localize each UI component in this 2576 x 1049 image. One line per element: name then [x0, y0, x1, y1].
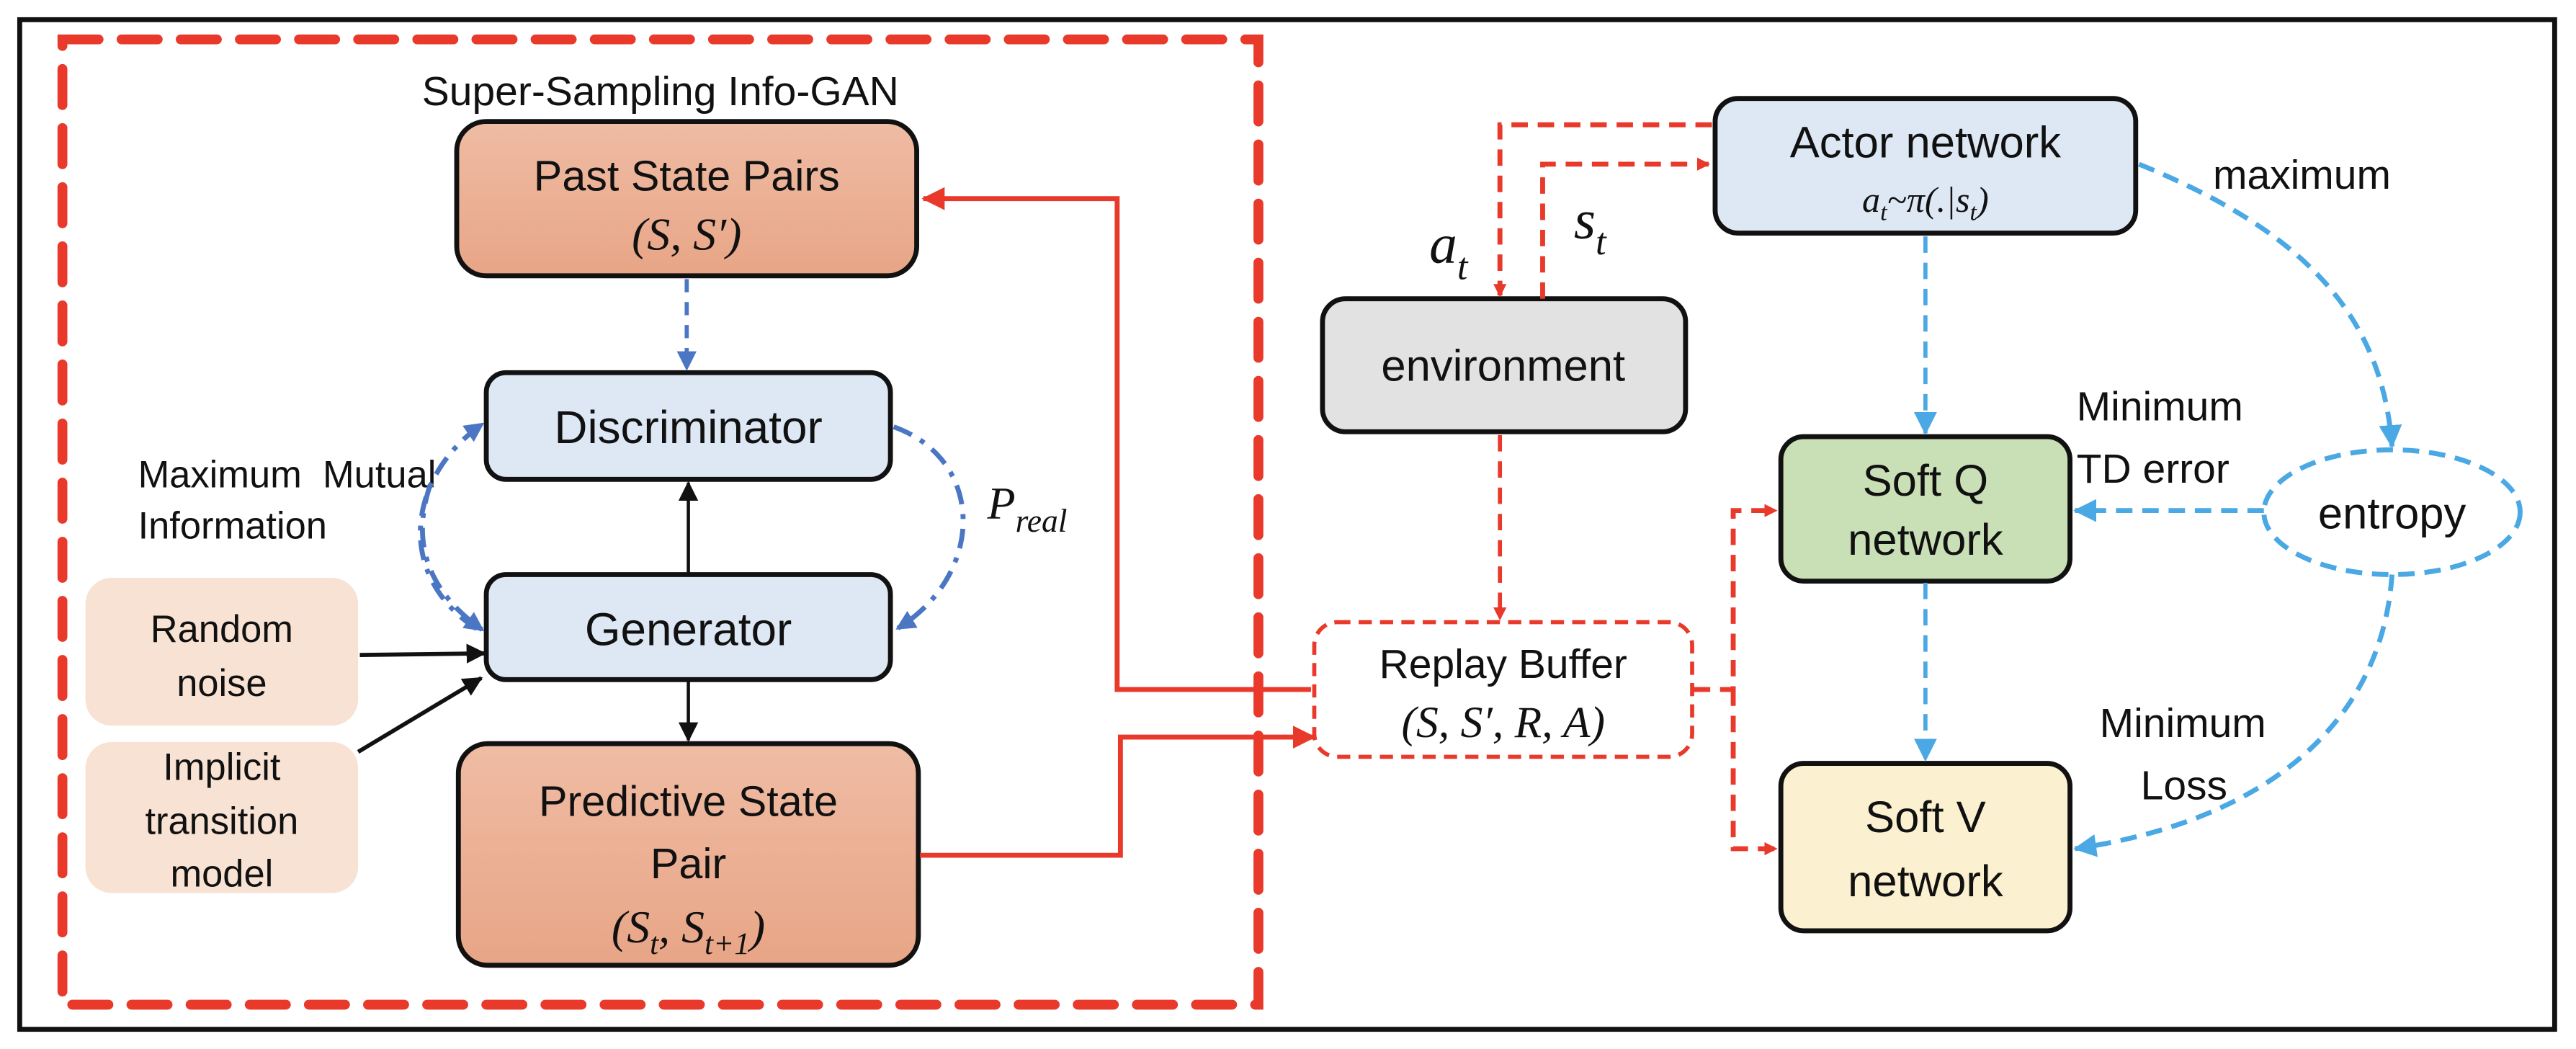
outer-frame	[17, 17, 2557, 1032]
arrow-actor-to-environment	[1493, 122, 1712, 298]
min-td-line1: Minimum	[2077, 383, 2243, 429]
predictive-state-formula: (St, St+1)	[612, 901, 765, 961]
soft-v-network-box: Soft V network	[1778, 761, 2072, 934]
implicit-model-line3: model	[170, 853, 273, 895]
entropy-label: entropy	[2318, 489, 2467, 539]
min-loss-line2: Loss	[2141, 763, 2227, 809]
actor-network-label: Actor network	[1790, 118, 2062, 168]
arrow-replay-to-soft-q	[1694, 504, 1778, 692]
soft-q-line2: network	[1848, 515, 2003, 565]
arrow-implicit-to-generator	[357, 676, 483, 754]
soft-v-line1: Soft V	[1865, 793, 1986, 842]
gan-title: Super-Sampling Info-GAN	[422, 68, 899, 115]
arrow-replay-to-soft-v	[1730, 689, 1778, 856]
predictive-state-subtitle: Pair	[650, 839, 726, 888]
random-noise-line1: Random	[151, 609, 293, 651]
arrow-noise-to-generator	[359, 643, 487, 664]
generator-label: Generator	[585, 604, 792, 656]
past-state-pairs-box: Past State Pairs (S, S′)	[454, 119, 920, 279]
mutual-info-line1: Maximum Mutual	[138, 455, 437, 496]
arrow-predictive-to-replay	[920, 726, 1316, 858]
arrow-entropy-to-soft-v	[2073, 574, 2394, 857]
maximum-label: maximum	[2213, 152, 2391, 198]
predictive-state-box: Predictive State Pair (St, St+1)	[455, 741, 921, 968]
implicit-model-line1: Implicit	[163, 746, 281, 788]
past-state-title: Past State Pairs	[534, 151, 840, 200]
replay-buffer-label: Replay Buffer	[1379, 641, 1627, 687]
state-label: st	[1574, 188, 1607, 263]
soft-v-line2: network	[1848, 857, 2003, 906]
past-state-formula: (S, S′)	[632, 208, 741, 259]
actor-policy-formula: at~π(.|st)	[1862, 179, 1989, 226]
discriminator-label: Discriminator	[554, 401, 822, 453]
arrow-actor-to-entropy	[2138, 161, 2402, 449]
mutual-info-line2: Information	[138, 505, 327, 547]
arrow-replay-to-past-state	[921, 187, 1311, 692]
arrow-mutual-info-loop-down	[420, 483, 485, 633]
random-noise-box: Random noise	[85, 578, 359, 726]
implicit-model-box: Implicit transition model	[85, 741, 359, 895]
environment-label: environment	[1381, 342, 1625, 391]
actor-network-box: Actor network at~π(.|st)	[1712, 96, 2139, 236]
arrow-mutual-info-loop	[418, 421, 485, 631]
implicit-model-line2: transition	[145, 801, 298, 843]
arrow-p-real-loop	[893, 424, 966, 631]
min-td-line2: TD error	[2077, 446, 2230, 492]
entropy-node: entropy	[2261, 447, 2523, 577]
soft-q-line1: Soft Q	[1863, 456, 1989, 506]
p-real-label: Preal	[987, 478, 1068, 539]
generator-box: Generator	[483, 572, 893, 682]
predictive-state-title: Predictive State	[539, 777, 838, 825]
gan-region-border	[57, 34, 1264, 1010]
soft-q-network-box: Soft Q network	[1778, 434, 2072, 584]
replay-buffer-formula: (S, S′, R, A)	[1402, 698, 1605, 747]
arrow-environment-to-actor	[1540, 157, 1711, 299]
min-loss-line1: Minimum	[2100, 700, 2266, 746]
random-noise-line2: noise	[176, 663, 267, 705]
replay-buffer-box: Replay Buffer (S, S′, R, A)	[1312, 620, 1694, 759]
discriminator-box: Discriminator	[483, 370, 893, 482]
action-label: at	[1429, 213, 1469, 288]
environment-box: environment	[1320, 296, 1689, 434]
